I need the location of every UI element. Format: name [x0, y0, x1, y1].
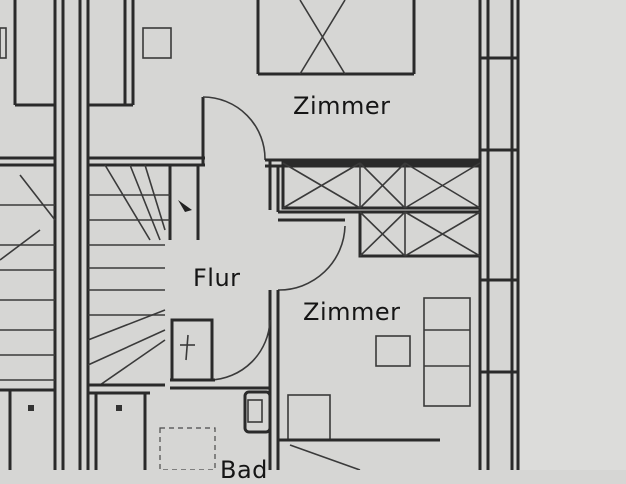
bottom-left-cabinets: [0, 388, 150, 470]
small-cabinet: [170, 318, 214, 382]
corridor-top-wall: [0, 156, 205, 167]
cupboards: [281, 161, 482, 258]
left-wall-column: [53, 0, 90, 470]
bathroom-fixtures: [159, 390, 440, 470]
room-label-zimmer-bottom: Zimmer: [303, 298, 401, 326]
bed-top: [256, 0, 416, 76]
room-label-zimmer-top: Zimmer: [293, 92, 391, 120]
room-label-bad: Bad: [220, 456, 268, 484]
door-swing-top: [201, 96, 480, 168]
paper-margin: [520, 0, 626, 470]
door-swing-bottom: [170, 319, 271, 390]
desk-furniture: [375, 297, 471, 407]
right-wall: [478, 0, 520, 470]
top-left-cabinets: [0, 0, 172, 107]
floor-plan-drawing: [0, 0, 626, 470]
staircase: [0, 164, 200, 387]
room-label-flur: Flur: [193, 264, 241, 292]
